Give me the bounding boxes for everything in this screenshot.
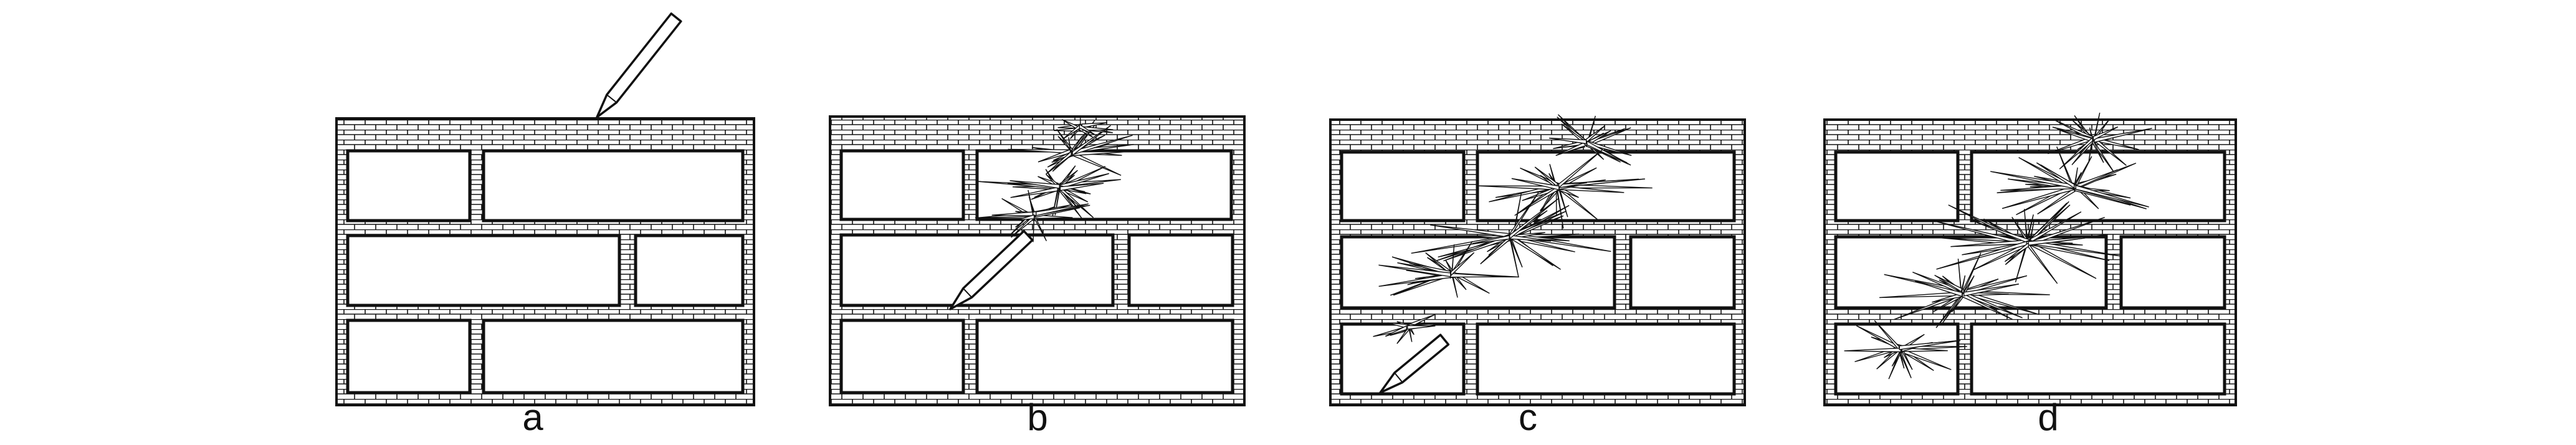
panel-label-b: b xyxy=(1013,399,1062,436)
panel-label-a: a xyxy=(508,399,558,436)
wall-opening xyxy=(348,236,619,305)
chisel-tool xyxy=(597,14,681,117)
wall-panel-c xyxy=(1330,115,1745,405)
wall-opening xyxy=(636,236,743,305)
wall-opening xyxy=(1972,324,2225,394)
wall-opening xyxy=(1836,152,1958,221)
wall-opening xyxy=(841,235,1113,305)
panel-label-d: d xyxy=(2023,399,2073,436)
wall-panel-b xyxy=(830,117,1244,405)
wall-opening xyxy=(348,151,470,221)
wall-opening xyxy=(484,320,743,393)
wall-panel-a xyxy=(336,14,754,405)
chisel-shaft xyxy=(597,14,681,117)
wall-opening xyxy=(1477,324,1734,394)
wall-opening xyxy=(841,320,963,393)
wall-opening xyxy=(348,320,470,393)
wall-opening xyxy=(484,151,743,221)
wall-opening xyxy=(977,320,1233,393)
panel-label-c: c xyxy=(1503,399,1553,436)
wall-opening xyxy=(1342,152,1464,221)
wall-opening xyxy=(1129,235,1233,305)
wall-opening xyxy=(2121,237,2225,308)
wall-panel-d xyxy=(1825,113,2236,405)
wall-opening xyxy=(841,151,963,219)
wall-opening xyxy=(1631,237,1734,308)
wall-opening xyxy=(1972,152,2225,221)
